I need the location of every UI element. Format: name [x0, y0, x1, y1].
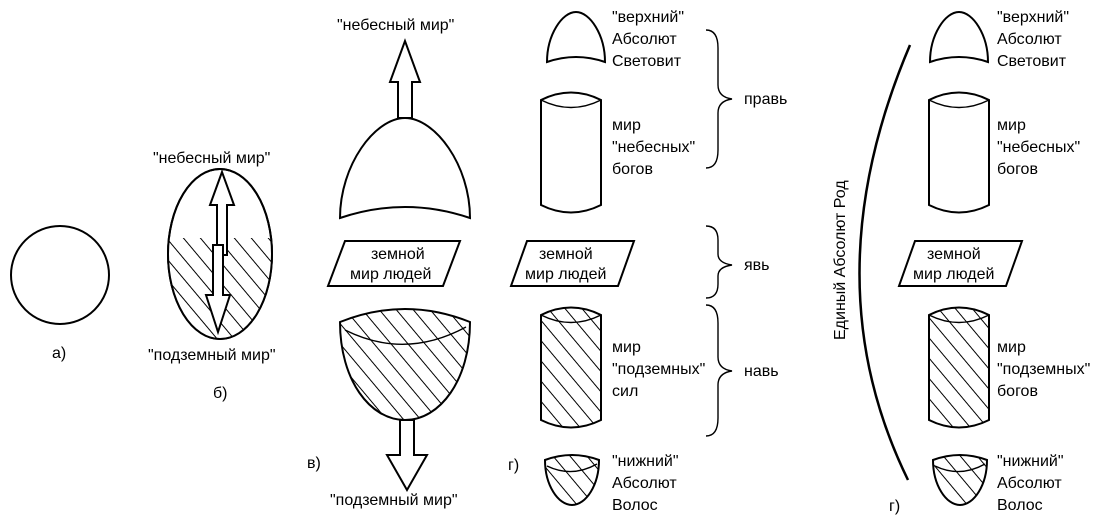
- heaven-dome: [340, 118, 470, 218]
- earth-line2: мир людей: [350, 266, 431, 283]
- yav-brace: [706, 226, 732, 298]
- under-line1: мир: [612, 339, 641, 356]
- upper-abs-line2: Абсолют: [997, 31, 1062, 48]
- panel-v-label: в): [307, 455, 321, 472]
- underworld-cylinder: [541, 308, 601, 428]
- lower-abs-line3: Волос: [612, 497, 658, 514]
- prav-label: правь: [744, 91, 787, 108]
- earth-line1: земной: [927, 246, 981, 263]
- underworld-cylinder: [929, 308, 989, 428]
- heaven-line3: богов: [997, 161, 1038, 178]
- panel-g2: Единый Абсолют Род "верхний" Абсолют Све…: [832, 9, 1090, 515]
- earth-line2: мир людей: [913, 266, 994, 283]
- upper-abs-line3: Световит: [997, 53, 1067, 70]
- lower-abs-line1: "нижний": [612, 453, 679, 470]
- heaven-line2: "небесных": [997, 139, 1080, 156]
- upper-abs-line1: "верхний": [612, 9, 684, 26]
- panel-v: "небесный мир" земной мир людей "подземн…: [307, 17, 470, 509]
- panel-b-bottom-label: "подземный мир": [148, 347, 276, 364]
- lower-absolute-bowl: [545, 455, 599, 505]
- under-line3: богов: [997, 383, 1038, 400]
- heaven-arrow: [390, 41, 420, 118]
- under-line3: сил: [612, 383, 638, 400]
- earth-line1: земной: [539, 246, 593, 263]
- panel-b-label: б): [213, 385, 228, 402]
- heaven-line1: мир: [612, 117, 641, 134]
- yav-label: явь: [744, 257, 770, 274]
- panel-a-label: а): [52, 345, 66, 362]
- underworld-arrow: [387, 420, 427, 490]
- panel-v-top-label: "небесный мир": [337, 17, 454, 34]
- heaven-cylinder: [541, 93, 601, 213]
- upper-absolute-dome: [930, 12, 988, 62]
- under-line2: "подземных": [612, 361, 705, 378]
- heaven-line3: богов: [612, 161, 653, 178]
- lower-abs-line1: "нижний": [997, 453, 1064, 470]
- upper-abs-line2: Абсолют: [612, 31, 677, 48]
- under-line2: "подземных": [997, 361, 1090, 378]
- nav-label: навь: [744, 363, 779, 380]
- nav-brace: [706, 305, 732, 436]
- panel-g1-label: г): [508, 457, 519, 474]
- upper-abs-line1: "верхний": [997, 9, 1069, 26]
- underworld-bowl: [340, 309, 470, 420]
- lower-abs-line2: Абсолют: [997, 475, 1062, 492]
- earth-line2: мир людей: [525, 266, 606, 283]
- rod-label: Единый Абсолют Род: [832, 180, 849, 340]
- upper-absolute-dome: [547, 12, 605, 62]
- lower-abs-line2: Абсолют: [612, 475, 677, 492]
- upper-abs-line3: Световит: [612, 53, 682, 70]
- panel-a: а): [11, 226, 109, 362]
- under-line1: мир: [997, 339, 1026, 356]
- lower-absolute-bowl: [933, 455, 987, 505]
- earth-line1: земной: [371, 246, 425, 263]
- panel-b-top-label: "небесный мир": [153, 150, 270, 167]
- heaven-line2: "небесных": [612, 139, 695, 156]
- heaven-cylinder: [929, 93, 989, 213]
- world-circle: [11, 226, 109, 324]
- prav-brace: [706, 30, 732, 168]
- rod-arc: [859, 45, 910, 480]
- panel-b: "небесный мир" "подземный мир" б): [148, 150, 276, 402]
- lower-abs-line3: Волос: [997, 497, 1043, 514]
- panel-g1: "верхний" Абсолют Световит мир "небесных…: [508, 9, 787, 514]
- panel-v-bottom-label: "подземный мир": [330, 492, 458, 509]
- heaven-line1: мир: [997, 117, 1026, 134]
- panel-g2-label: г): [889, 498, 900, 515]
